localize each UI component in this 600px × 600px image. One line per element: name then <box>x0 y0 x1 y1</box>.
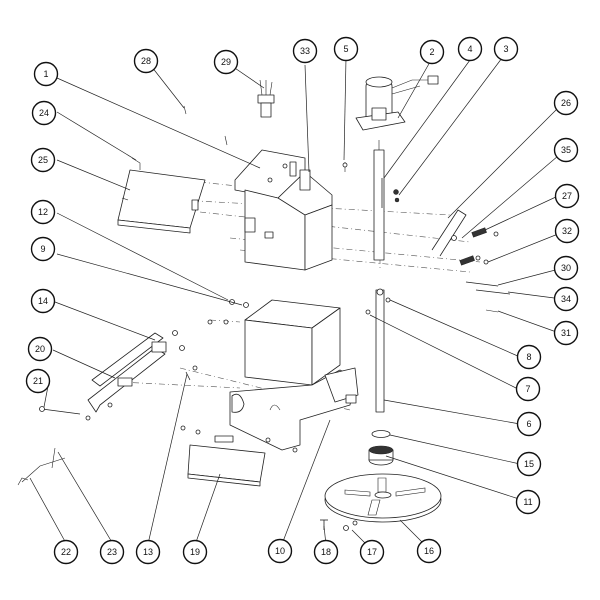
callout-33: 33 <box>292 38 318 64</box>
callout-30-label: 30 <box>561 263 571 273</box>
callout-17: 17 <box>359 539 385 565</box>
part-19-plate <box>180 425 271 487</box>
callout-18: 18 <box>313 539 339 565</box>
callout-25-label: 25 <box>38 155 48 165</box>
callout-35-label: 35 <box>561 145 571 155</box>
callout-27-label: 27 <box>562 191 572 201</box>
callout-13-label: 13 <box>143 547 153 557</box>
callout-21-label: 21 <box>33 376 43 386</box>
callout-31: 31 <box>553 320 579 346</box>
part-28-screw <box>183 105 187 115</box>
callout-11-label: 11 <box>523 497 532 507</box>
callout-19-label: 19 <box>190 547 200 557</box>
callout-28-label: 28 <box>141 56 151 66</box>
callout-6-label: 6 <box>526 419 531 429</box>
callouts: 1 2 3 4 5 6 7 8 9 10 11 12 13 14 15 16 1… <box>25 36 580 565</box>
callout-8: 8 <box>516 344 542 370</box>
callout-5: 5 <box>333 36 359 62</box>
callout-23: 23 <box>99 539 125 565</box>
part-26-spring-bracket <box>431 209 511 313</box>
callout-1: 1 <box>33 61 59 87</box>
callout-15-label: 15 <box>524 459 534 469</box>
callout-26-label: 26 <box>561 98 571 108</box>
callout-22: 22 <box>53 539 79 565</box>
callout-20: 20 <box>27 336 53 362</box>
callout-4: 4 <box>457 36 483 62</box>
callout-14: 14 <box>30 288 56 314</box>
callout-15: 15 <box>516 451 542 477</box>
callout-29-label: 29 <box>221 57 231 67</box>
callout-16: 16 <box>416 538 442 564</box>
part-18-bolt <box>320 519 358 531</box>
part-10-base-tray <box>229 367 359 453</box>
part-11-hub <box>368 430 394 466</box>
callout-22-label: 22 <box>61 547 71 557</box>
callout-31-label: 31 <box>561 328 571 338</box>
callout-14-label: 14 <box>38 296 48 306</box>
callout-21: 21 <box>25 368 51 394</box>
callout-30: 30 <box>553 255 579 281</box>
part-2-motor <box>355 75 439 131</box>
part-29-connector <box>224 79 275 146</box>
callout-9-label: 9 <box>40 244 45 254</box>
callout-10-label: 10 <box>275 546 285 556</box>
callout-7-label: 7 <box>525 384 530 394</box>
callout-17-label: 17 <box>367 547 377 557</box>
callout-2: 2 <box>419 39 445 65</box>
callout-13: 13 <box>135 539 161 565</box>
callout-24-label: 24 <box>39 108 49 118</box>
callout-32: 32 <box>554 218 580 244</box>
callout-6: 6 <box>516 411 542 437</box>
callout-10: 10 <box>267 538 293 564</box>
part-1-upper-bracket <box>234 149 333 271</box>
part-25-plate <box>117 169 206 234</box>
callout-3: 3 <box>493 36 519 62</box>
callout-27: 27 <box>554 183 580 209</box>
callout-18-label: 18 <box>321 547 331 557</box>
callout-29: 29 <box>213 49 239 75</box>
callout-12: 12 <box>30 199 56 225</box>
callout-9: 9 <box>30 236 56 262</box>
callout-28: 28 <box>133 48 159 74</box>
callout-24: 24 <box>31 100 57 126</box>
callout-5-label: 5 <box>343 44 348 54</box>
callout-32-label: 32 <box>562 226 572 236</box>
part-6-lower-shaft <box>365 288 391 413</box>
part-14-side-bracket <box>87 330 185 413</box>
part-4-shaft <box>342 140 400 261</box>
callout-20-label: 20 <box>35 344 45 354</box>
callout-33-label: 33 <box>300 46 310 56</box>
part-24-tab <box>131 157 141 170</box>
callout-25: 25 <box>30 147 56 173</box>
part-16-spinner-disc <box>324 473 442 523</box>
callout-8-label: 8 <box>526 352 531 362</box>
callout-23-label: 23 <box>107 547 117 557</box>
callout-34-label: 34 <box>561 294 571 304</box>
parts-drawing <box>17 75 511 531</box>
callout-16-label: 16 <box>424 546 434 556</box>
part-9-middle-housing <box>207 299 341 386</box>
callout-3-label: 3 <box>503 44 508 54</box>
part-21-bolt <box>39 406 91 421</box>
callout-1-label: 1 <box>43 69 48 79</box>
callout-34: 34 <box>553 286 579 312</box>
part-13-screw <box>185 365 198 381</box>
callout-19: 19 <box>182 539 208 565</box>
callout-35: 35 <box>553 137 579 163</box>
callout-26: 26 <box>553 90 579 116</box>
callout-7: 7 <box>515 376 541 402</box>
callout-4-label: 4 <box>467 44 472 54</box>
callout-12-label: 12 <box>38 207 48 217</box>
callout-2-label: 2 <box>429 47 434 57</box>
callout-11: 11 <box>515 489 541 515</box>
part-22-wire-rod <box>17 447 66 486</box>
